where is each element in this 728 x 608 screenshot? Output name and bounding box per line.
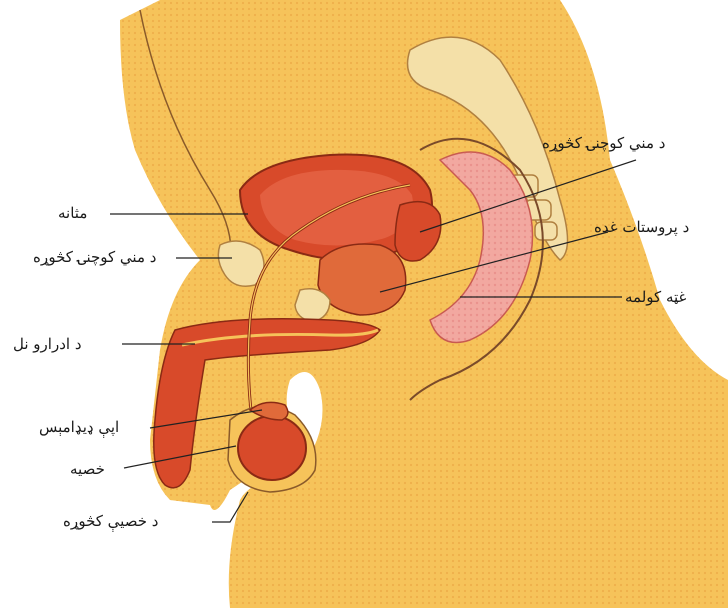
label-seminal-vesicle-right: د مني كوچنۍ كڅوړه: [542, 134, 665, 152]
testis: [238, 416, 306, 480]
label-testis: خصيه: [70, 460, 105, 478]
label-prostate: د پروستات غده: [594, 218, 689, 236]
label-bladder: مثانه: [58, 204, 87, 222]
label-rectum: غټه كولمه: [625, 288, 686, 306]
prostate: [318, 244, 406, 315]
label-epididymis: اپې ډيډامېس: [39, 418, 119, 436]
label-urethra: د ادرارو نل: [13, 335, 82, 353]
label-scrotum: د خصيې كڅوړه: [63, 512, 158, 530]
label-seminal-vesicle-left: د مني كوچنۍ كڅوړه: [33, 248, 156, 266]
